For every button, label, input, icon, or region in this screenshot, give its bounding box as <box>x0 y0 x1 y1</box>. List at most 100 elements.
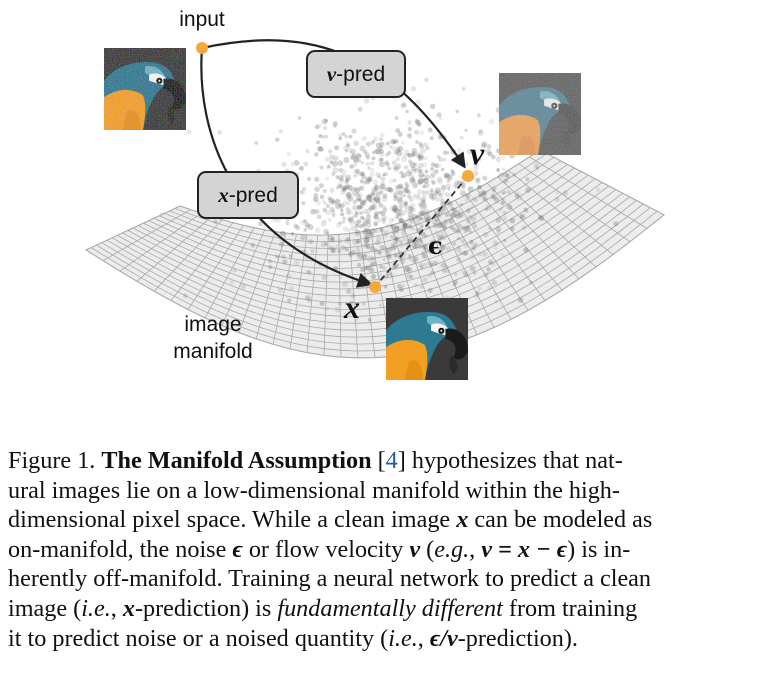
cloud-point <box>501 167 505 171</box>
cloud-point <box>419 216 423 221</box>
caption-line-5: herently off-manifold. Training a neural… <box>8 564 752 594</box>
cloud-point <box>332 213 336 218</box>
cloud-point <box>347 195 354 202</box>
cloud-point <box>370 204 376 210</box>
cloud-point <box>419 204 423 208</box>
cloud-point <box>365 176 372 183</box>
cloud-point <box>404 209 408 213</box>
cloud-point <box>488 118 495 125</box>
manifold-grid-line <box>85 205 181 251</box>
cloud-point <box>454 272 458 277</box>
cloud-point <box>345 177 350 182</box>
cloud-point <box>436 222 442 229</box>
cloud-point <box>427 209 432 214</box>
cloud-point <box>373 228 378 233</box>
cloud-point <box>380 181 385 186</box>
cloud-point <box>348 251 354 257</box>
cloud-point <box>371 203 377 210</box>
cloud-point <box>494 299 498 304</box>
cloud-point <box>409 177 415 183</box>
caption-text: it to predict noise or a noised quantity… <box>8 624 389 652</box>
cloud-point <box>327 235 334 242</box>
cloud-point <box>373 197 377 202</box>
manifold-grid-line <box>272 234 297 345</box>
cloud-point <box>320 241 327 248</box>
cloud-point <box>378 202 384 208</box>
cloud-point <box>421 253 427 259</box>
cloud-point <box>386 186 393 193</box>
cloud-point <box>419 155 423 160</box>
cloud-point <box>378 210 382 215</box>
cloud-point <box>472 221 476 225</box>
cloud-point <box>426 261 431 266</box>
cloud-point <box>446 200 452 206</box>
cloud-point <box>412 256 419 263</box>
cloud-point <box>325 176 330 181</box>
cloud-point <box>308 239 314 245</box>
cloud-point <box>454 184 459 188</box>
cloud-point <box>490 261 496 267</box>
cloud-point <box>387 218 394 224</box>
cloud-point <box>325 203 331 209</box>
cloud-point <box>417 157 422 162</box>
cloud-point <box>398 204 403 209</box>
cloud-point <box>503 239 507 243</box>
cloud-point <box>453 280 459 285</box>
cloud-point <box>377 273 383 279</box>
cloud-point <box>473 160 479 166</box>
cloud-point <box>443 157 447 162</box>
cloud-point <box>345 141 351 146</box>
citation-link[interactable]: 4 <box>385 447 398 474</box>
cloud-point <box>500 191 505 195</box>
cloud-point <box>319 194 325 199</box>
cloud-point <box>386 261 391 265</box>
cloud-point <box>359 185 365 192</box>
cloud-point <box>344 134 349 139</box>
cloud-point <box>455 109 460 114</box>
cloud-point <box>399 170 403 175</box>
manifold-grid-line <box>529 156 648 229</box>
velocity-image <box>499 73 581 155</box>
cloud-point <box>401 141 405 145</box>
cloud-point <box>345 207 349 211</box>
cloud-point <box>368 193 373 199</box>
manifold-grid-line <box>476 188 563 291</box>
cloud-point <box>393 167 399 173</box>
cloud-point <box>366 208 372 214</box>
cloud-point <box>406 133 413 139</box>
manifold-grid-line <box>323 234 329 356</box>
cloud-point <box>427 127 433 133</box>
cloud-point <box>348 134 353 139</box>
cloud-point <box>386 255 392 260</box>
cloud-point <box>505 173 510 179</box>
caption-line-7: it to predict noise or a noised quantity… <box>8 624 752 654</box>
cloud-point <box>502 178 509 184</box>
cloud-point <box>382 257 386 262</box>
cloud-point <box>439 248 444 253</box>
cloud-point <box>369 204 375 211</box>
cloud-point <box>400 283 405 288</box>
cloud-point <box>297 116 302 120</box>
cloud-point <box>440 262 446 268</box>
cloud-point <box>314 176 320 182</box>
cloud-point <box>381 196 388 203</box>
cloud-point <box>456 223 463 229</box>
cloud-point <box>360 185 364 190</box>
cloud-point <box>476 252 481 257</box>
cloud-point <box>446 151 450 155</box>
cloud-point <box>500 201 504 205</box>
cloud-point <box>360 202 364 206</box>
cloud-point <box>398 287 404 293</box>
cloud-point <box>461 185 466 190</box>
cloud-point <box>337 248 342 254</box>
cloud-point <box>275 137 280 142</box>
cloud-point <box>316 214 322 220</box>
cloud-point <box>488 260 492 265</box>
cloud-point <box>359 199 366 205</box>
cloud-point <box>421 199 426 204</box>
cloud-point <box>293 160 300 166</box>
cloud-point <box>350 148 356 155</box>
cloud-point <box>371 191 375 195</box>
cloud-point <box>486 247 490 251</box>
cloud-point <box>335 222 342 228</box>
